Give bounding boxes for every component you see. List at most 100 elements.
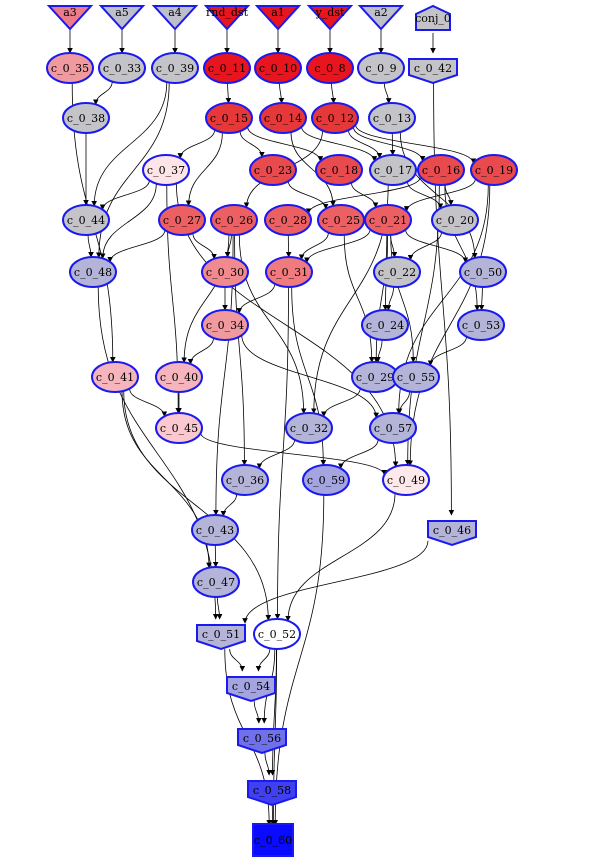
- node-c_0_44: c_0_44: [62, 204, 110, 236]
- node-shape-c_0_43: [191, 514, 239, 546]
- node-label-c_0_29: c_0_29: [356, 371, 394, 384]
- node-label-c_0_37: c_0_37: [147, 164, 185, 177]
- node-c_0_25: c_0_25: [317, 204, 365, 236]
- edge-c_0_16-to-c_0_53: [444, 184, 480, 311]
- node-label-c_0_57: c_0_57: [374, 422, 412, 435]
- node-shape-c_0_58: [247, 780, 297, 807]
- node-c_0_46: c_0_46: [427, 520, 477, 547]
- node-label-c_0_30: c_0_30: [206, 266, 244, 279]
- edge-c_0_17-to-c_0_20: [407, 181, 444, 209]
- node-label-c_0_8: c_0_8: [314, 62, 345, 75]
- edge-c_0_36-to-c_0_43: [220, 493, 237, 517]
- node-shape-c_0_8: [306, 52, 354, 84]
- edges: [67, 28, 491, 826]
- node-label-c_0_13: c_0_13: [373, 112, 411, 125]
- node-shape-c_0_11: [203, 52, 251, 84]
- node-label-c_0_58: c_0_58: [253, 784, 291, 797]
- edge-c_0_57-to-c_0_59: [338, 439, 379, 470]
- edge-c_0_44-to-c_0_48: [87, 234, 94, 258]
- edge-c_0_54-to-c_0_56: [253, 700, 262, 724]
- node-c_0_18: c_0_18: [315, 154, 363, 186]
- edge-c_0_41-to-c_0_52: [123, 390, 272, 621]
- node-shape-a5: [98, 5, 146, 31]
- node-shape-c_0_60: [252, 823, 294, 857]
- node-label-c_0_32: c_0_32: [290, 422, 328, 435]
- node-c_0_48: c_0_48: [69, 256, 117, 288]
- node-shape-c_0_45: [155, 412, 203, 444]
- edge-c_0_39-to-c_0_44: [91, 81, 168, 207]
- edge-c_0_24-to-c_0_29: [375, 339, 383, 363]
- node-label-a3: a3: [63, 6, 77, 19]
- node-shape-c_0_26: [210, 204, 258, 236]
- node-in2: y_dst: [306, 5, 354, 31]
- node-c_0_32: c_0_32: [285, 412, 333, 444]
- node-label-c_0_16: c_0_16: [422, 164, 460, 177]
- node-c_0_26: c_0_26: [210, 204, 258, 236]
- edge-c_0_41-to-c_0_45: [129, 388, 168, 417]
- edge-c_0_15-to-c_0_23: [239, 131, 265, 158]
- node-shape-c_0_39: [151, 52, 199, 84]
- node-label-a2: a2: [374, 6, 388, 19]
- node-label-c_0_48: c_0_48: [74, 266, 112, 279]
- node-a2: a2: [357, 5, 405, 31]
- edge-c_0_13-to-c_0_50: [399, 131, 478, 259]
- node-a3: a3: [46, 5, 94, 31]
- node-shape-c_0_36: [221, 464, 269, 496]
- node-label-c_0_14: c_0_14: [264, 112, 302, 125]
- node-c_0_24: c_0_24: [361, 309, 409, 341]
- edge-c_0_34-to-c_0_57: [241, 335, 379, 419]
- node-c_0_35: c_0_35: [46, 52, 94, 84]
- node-shape-a2: [357, 5, 405, 31]
- node-shape-conj_0: [415, 4, 451, 31]
- edge-c_0_47-to-c_0_51: [216, 596, 223, 620]
- node-shape-c_0_52: [253, 618, 301, 650]
- node-label-c_0_53: c_0_53: [462, 319, 500, 332]
- node-c_0_43: c_0_43: [191, 514, 239, 546]
- edge-c_0_48-to-c_0_51: [97, 286, 219, 620]
- node-c_0_30: c_0_30: [201, 256, 249, 288]
- node-c_0_52: c_0_52: [253, 618, 301, 650]
- node-shape-c_0_15: [205, 102, 253, 134]
- node-label-c_0_59: c_0_59: [307, 474, 345, 487]
- node-c_0_8: c_0_8: [306, 52, 354, 84]
- edge-c_0_12-to-c_0_16: [353, 126, 426, 162]
- edge-c_0_31-to-c_0_34: [236, 283, 276, 314]
- edge-c_0_51-to-c_0_54: [229, 648, 246, 672]
- node-label-c_0_19: c_0_19: [475, 164, 513, 177]
- node-label-c_0_51: c_0_51: [202, 628, 240, 641]
- node-c_0_53: c_0_53: [457, 309, 505, 341]
- node-shape-c_0_28: [264, 204, 312, 236]
- node-shape-c_0_41: [91, 361, 139, 393]
- node-shape-c_0_51: [196, 624, 246, 651]
- node-shape-c_0_20: [431, 204, 479, 236]
- node-label-c_0_18: c_0_18: [320, 164, 358, 177]
- node-label-c_0_10: c_0_10: [259, 62, 297, 75]
- node-label-c_0_47: c_0_47: [197, 576, 235, 589]
- node-shape-c_0_35: [46, 52, 94, 84]
- node-shape-c_0_21: [364, 204, 412, 236]
- edge-c_0_46-to-c_0_51: [242, 540, 429, 624]
- node-a4: a4: [151, 5, 199, 31]
- node-label-in2: y_dst: [315, 6, 345, 19]
- node-c_0_55: c_0_55: [392, 361, 440, 393]
- node-shape-c_0_17: [369, 154, 417, 186]
- edge-c_0_22-to-c_0_24: [385, 286, 394, 311]
- node-conj_0: conj_0: [415, 4, 451, 31]
- edge-c_0_26-to-c_0_30: [224, 234, 232, 258]
- edge-c_0_14-to-c_0_17: [301, 126, 378, 162]
- edge-c_0_50-to-c_0_53: [478, 286, 485, 311]
- edge-c_0_12-to-c_0_17: [348, 130, 383, 159]
- node-label-c_0_33: c_0_33: [103, 62, 141, 75]
- node-c_0_15: c_0_15: [205, 102, 253, 134]
- node-shape-c_0_44: [62, 204, 110, 236]
- node-shape-c_0_46: [427, 520, 477, 547]
- edge-c_0_15-to-c_0_18: [247, 126, 324, 162]
- node-shape-c_0_38: [62, 102, 110, 134]
- node-label-c_0_38: c_0_38: [67, 112, 105, 125]
- node-label-c_0_50: c_0_50: [464, 266, 502, 279]
- edge-c_0_37-to-c_0_48: [99, 183, 157, 259]
- node-label-c_0_36: c_0_36: [226, 474, 264, 487]
- node-shape-c_0_53: [457, 309, 505, 341]
